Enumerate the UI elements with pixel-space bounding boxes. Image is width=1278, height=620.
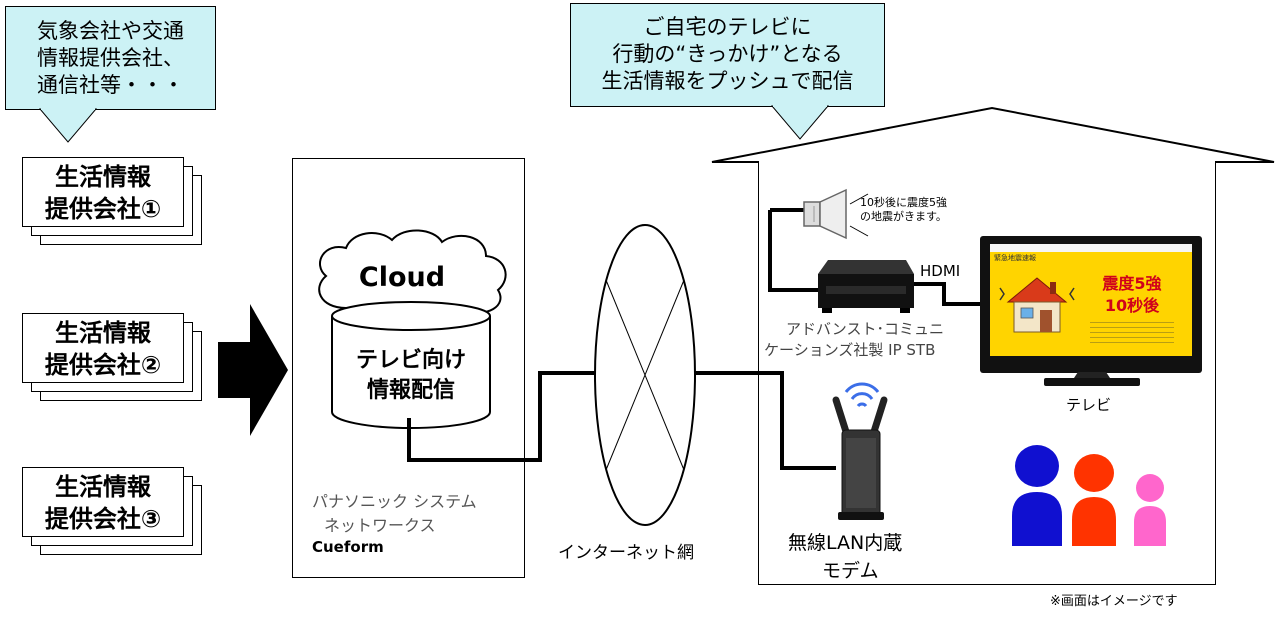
internet-cloud-icon: [594, 224, 696, 526]
callout-sources-tail: [38, 108, 98, 143]
provider-2-sheet-front: 生活情報 提供会社②: [22, 313, 184, 383]
product-name: Cueform: [312, 538, 384, 556]
stb-label-line-1: アドバンスト･コミュニ: [786, 320, 944, 338]
provider-2: 生活情報 提供会社②: [22, 313, 202, 401]
callout-sources-line-1: 気象会社や交通: [37, 19, 184, 43]
tv-label: テレビ: [1066, 396, 1112, 414]
provider-3-line-1: 生活情報: [55, 473, 151, 501]
tv-stand-icon: [1044, 372, 1140, 386]
tv-screen-header-bar: [990, 244, 1192, 252]
speaker-text-line-1: 10秒後に震度5強: [860, 196, 947, 209]
provider-3: 生活情報 提供会社③: [22, 467, 202, 555]
footnote: ※画面はイメージです: [1050, 594, 1178, 609]
person-pink: [1134, 474, 1166, 546]
callout-home-tail: [770, 105, 830, 140]
speaker-icon: [803, 188, 847, 240]
callout-sources-line-2: 情報提供会社、: [37, 46, 184, 70]
provider-3-line-2: 提供会社③: [44, 505, 162, 533]
modem-device-icon: [832, 396, 888, 520]
company-line-1: パナソニック システム: [312, 492, 477, 511]
callout-home-line-3: 生活情報をプッシュで配信: [601, 69, 854, 93]
internet-label: インターネット網: [558, 543, 694, 563]
provider-1-line-1: 生活情報: [55, 163, 151, 191]
wifi-signal-icon: [844, 382, 880, 408]
cloud-label: Cloud: [358, 262, 446, 293]
callout-home-line-1: ご自宅のテレビに: [643, 15, 812, 39]
provider-1: 生活情報 提供会社①: [22, 157, 202, 245]
cloud-platform-box: [292, 158, 525, 578]
tv-screen-line-1: 震度5強: [1102, 274, 1162, 293]
callout-sources: 気象会社や交通 情報提供会社、 通信社等・・・: [5, 6, 216, 110]
speaker-text-line-2: の地震がきます。: [860, 210, 947, 223]
company-line-2: ネットワークス: [324, 516, 436, 535]
tv-screen-details: [1090, 318, 1174, 344]
flow-arrow-icon: [218, 304, 288, 436]
provider-1-line-2: 提供会社①: [44, 195, 162, 223]
provider-1-sheet-front: 生活情報 提供会社①: [22, 157, 184, 227]
tv-screen-line-2: 10秒後: [1104, 296, 1160, 315]
stb-label-line-2: ケーションズ社製 IP STB: [764, 341, 936, 359]
person-red: [1072, 454, 1116, 546]
callout-home: ご自宅のテレビに 行動の“きっかけ”となる 生活情報をプッシュで配信: [570, 3, 885, 107]
stb-device-icon: [818, 260, 914, 313]
family-icon: [1012, 445, 1166, 546]
callout-home-line-2: 行動の“きっかけ”となる: [612, 42, 843, 66]
provider-3-sheet-front: 生活情報 提供会社③: [22, 467, 184, 537]
person-blue: [1012, 445, 1062, 546]
callout-sources-line-3: 通信社等・・・: [37, 73, 184, 97]
modem-label-line-1: 無線LAN内蔵: [788, 532, 903, 554]
database-line-1: テレビ向け: [355, 348, 466, 373]
provider-2-line-2: 提供会社②: [44, 351, 162, 379]
house-warning-icon: [999, 277, 1075, 333]
house-roof-icon: [711, 106, 1275, 163]
hdmi-label: HDMI: [920, 262, 961, 280]
house-roof-gap: [759, 159, 1215, 163]
tv-screen-title: 緊急地震速報: [994, 254, 1036, 262]
database-line-2: 情報配信: [366, 378, 455, 403]
speech-lines-icon: [849, 193, 869, 237]
modem-label-line-2: モデム: [822, 560, 879, 582]
provider-2-line-1: 生活情報: [55, 319, 151, 347]
